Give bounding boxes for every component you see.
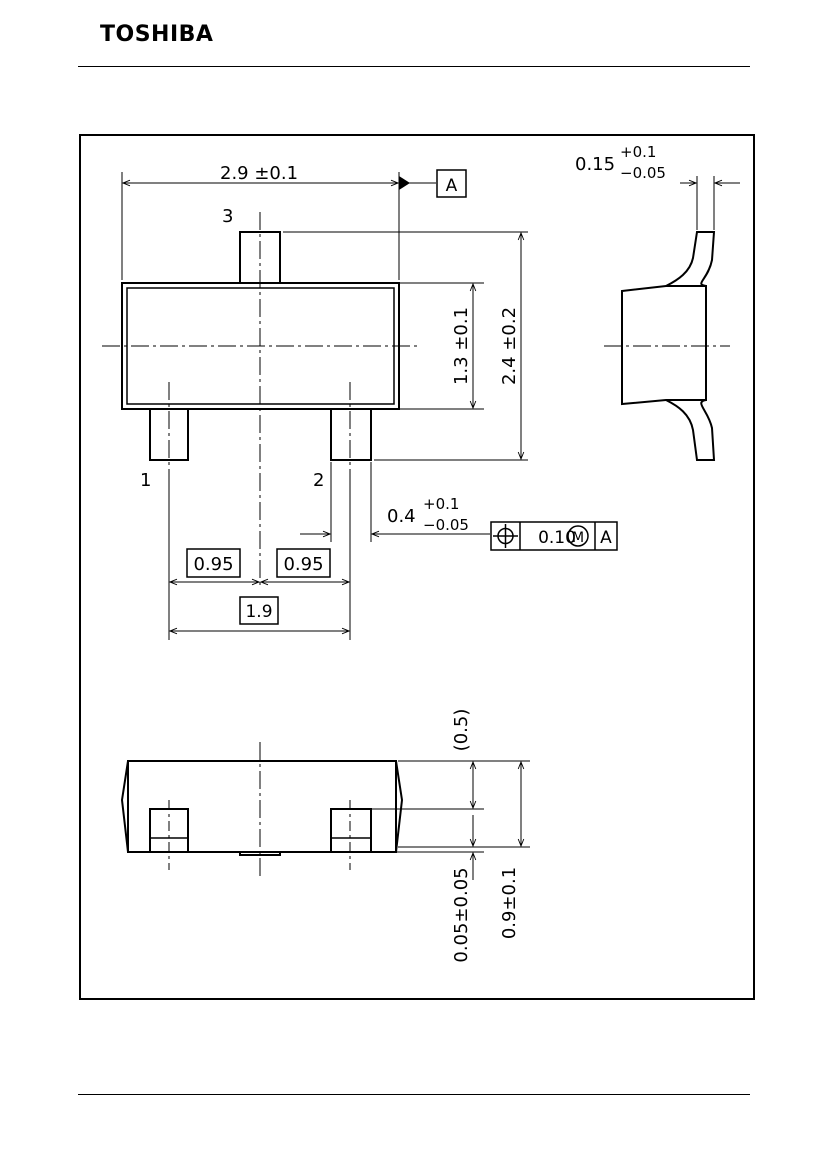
- mmc-modifier-circle: [567, 525, 589, 547]
- lead-width-upper-tol: +0.1: [423, 495, 459, 513]
- datum-a-label: A: [446, 176, 458, 196]
- side-view-body: [621, 285, 707, 406]
- standoff-dimension-text: 0.05±0.05: [451, 867, 472, 962]
- front-view-body-left-bevel: [120, 760, 129, 853]
- footer-rule: [78, 1094, 750, 1095]
- width-dimension-text: 2.9 ±0.1: [220, 163, 298, 184]
- pitch-total-box: [239, 596, 279, 625]
- pitch-left-text: 0.95: [193, 554, 233, 575]
- position-tolerance-datum: A: [600, 528, 612, 548]
- lead-thickness-base-text: 0.15: [575, 154, 615, 175]
- overall-height-dimension-text: 2.4 ±0.2: [499, 307, 520, 385]
- body-thickness-dimension-text: 0.9±0.1: [499, 867, 520, 939]
- lead-height-ref-text: (0.5): [451, 709, 472, 752]
- pitch-total-text: 1.9: [245, 602, 272, 622]
- brand-logo-text: TOSHIBA: [100, 22, 214, 47]
- lead-thickness-lower-tol: −0.05: [620, 164, 666, 182]
- pin-1-label: 1: [140, 470, 151, 491]
- header-rule: [78, 66, 750, 67]
- pitch-right-box: [276, 548, 331, 578]
- lead-thickness-upper-tol: +0.1: [620, 143, 656, 161]
- mmc-modifier-letter: M: [572, 530, 584, 546]
- lead-2: [330, 408, 372, 461]
- position-tolerance-value: 0.10: [538, 528, 576, 548]
- pin-3-label: 3: [222, 206, 233, 227]
- datum-triangle: [399, 176, 410, 190]
- front-view-lead-2: [330, 808, 372, 853]
- pitch-right-text: 0.95: [283, 554, 323, 575]
- front-view: [120, 742, 530, 880]
- side-view-lead-upper: [665, 231, 716, 287]
- body-height-dimension-text: 1.3 ±0.1: [451, 307, 472, 385]
- pitch-left-box: [186, 548, 241, 578]
- lead-width-lower-tol: −0.05: [423, 516, 469, 534]
- top-view: [102, 169, 618, 640]
- front-view-body-right-bevel: [395, 760, 404, 853]
- datum-a-box: [436, 169, 467, 198]
- feature-control-frame: [490, 521, 618, 551]
- side-view: [604, 176, 740, 461]
- side-view-lead-lower: [665, 399, 716, 461]
- position-tolerance-icon: [493, 524, 518, 548]
- pin-2-label: 2: [313, 470, 324, 491]
- lead-width-base-text: 0.4: [387, 506, 416, 527]
- lead-1: [149, 408, 189, 461]
- drawing-frame: [79, 134, 755, 1000]
